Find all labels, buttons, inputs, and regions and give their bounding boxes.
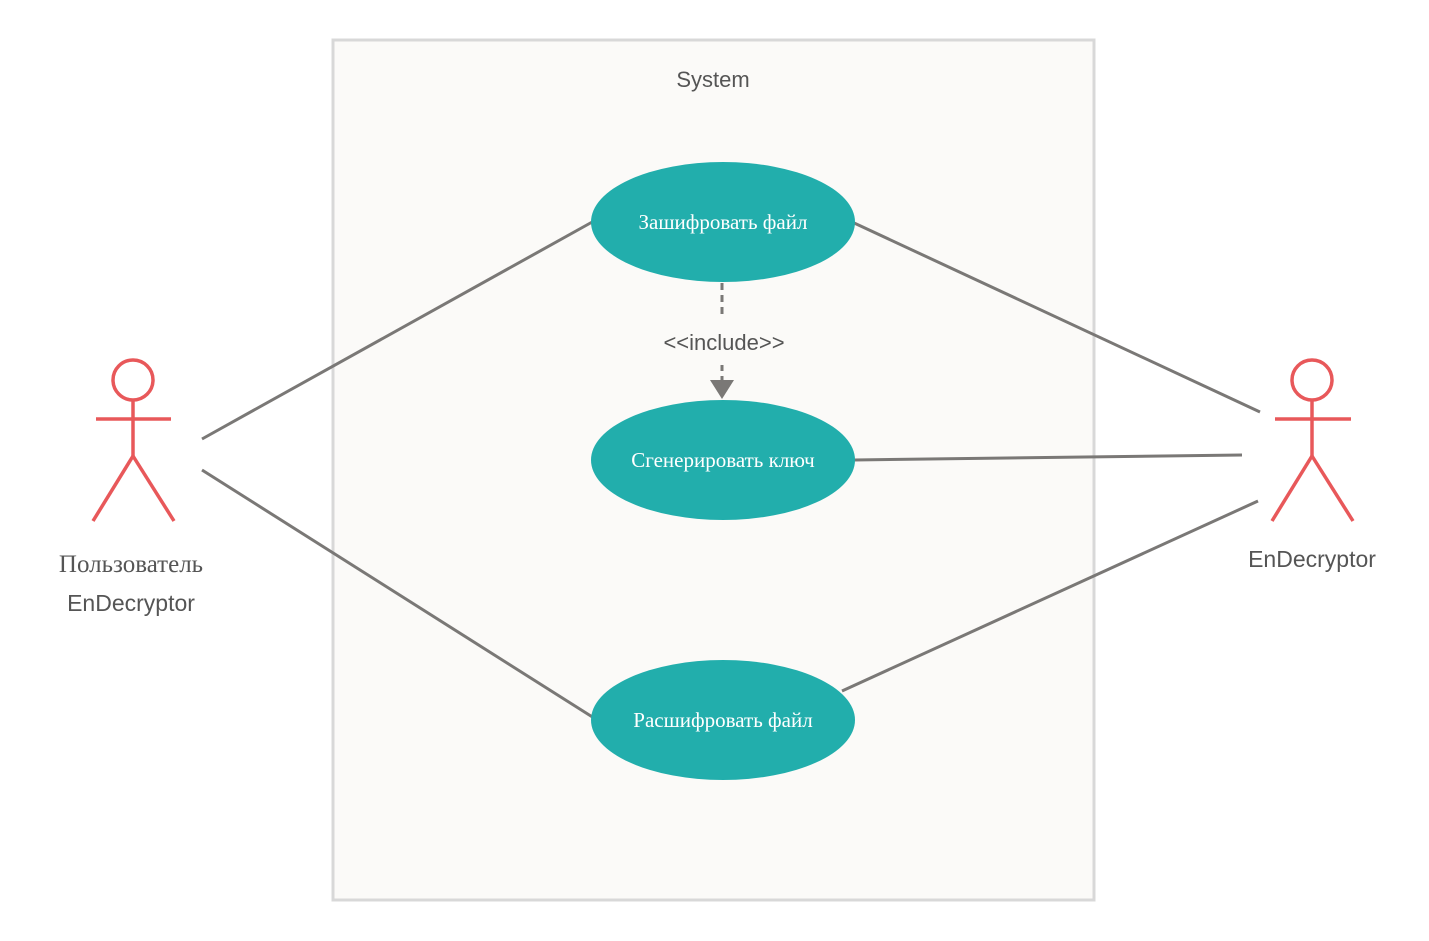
association-encrypt-system-actor: [851, 220, 1261, 414]
association-generate-system-actor: [853, 453, 1243, 462]
actor-system[interactable]: [1270, 358, 1355, 522]
use-case-encrypt-label: Зашифровать файл: [639, 210, 808, 234]
system-title: System: [676, 67, 749, 92]
use-case-generate-key-label: Сгенерировать ключ: [631, 448, 815, 472]
actor-user-label-line1: Пользователь: [59, 551, 203, 578]
actor-user-head: [111, 358, 155, 402]
actor-system-right-leg: [1310, 455, 1355, 522]
association-user-decrypt: [201, 468, 595, 720]
actor-system-left-leg: [1270, 455, 1314, 522]
include-label: <<include>>: [663, 330, 784, 355]
actor-system-label: EnDecryptor: [1248, 546, 1376, 572]
association-decrypt-system-actor: [841, 499, 1259, 693]
use-case-decrypt-file[interactable]: Расшифровать файл: [591, 660, 855, 780]
actor-user-right-leg: [131, 455, 176, 522]
use-case-decrypt-label: Расшифровать файл: [633, 708, 812, 732]
use-case-generate-key[interactable]: Сгенерировать ключ: [591, 400, 855, 520]
actor-user[interactable]: [91, 358, 176, 522]
actor-system-head: [1290, 358, 1334, 402]
association-user-encrypt: [201, 219, 595, 441]
use-case-encrypt-file[interactable]: Зашифровать файл: [591, 162, 855, 282]
include-arrowhead: [710, 380, 734, 399]
actor-user-label-line2: EnDecryptor: [67, 590, 195, 616]
actor-user-left-leg: [91, 455, 135, 522]
